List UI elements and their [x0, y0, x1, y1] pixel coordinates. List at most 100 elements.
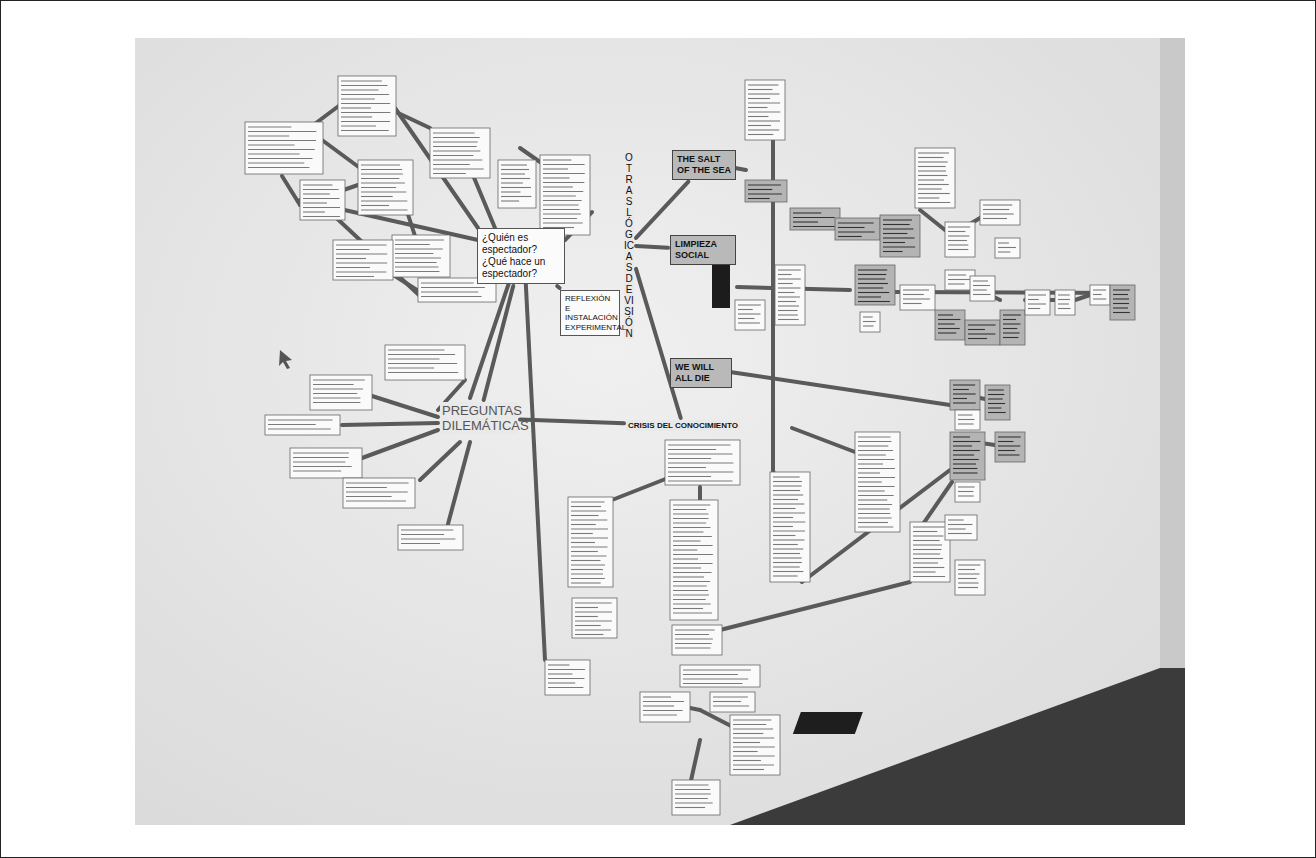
node-text: OTRAS LÓGICAS DE VISIÓN — [624, 152, 634, 339]
illegible-note — [398, 525, 463, 550]
note-paper — [745, 80, 785, 140]
illegible-note — [790, 208, 840, 230]
scribble — [346, 487, 387, 488]
scribble — [918, 157, 944, 158]
scribble — [571, 537, 608, 538]
scribble — [778, 301, 796, 302]
scribble — [778, 283, 793, 284]
scribble — [998, 436, 1021, 437]
scribble — [643, 701, 684, 702]
note-paper — [855, 265, 895, 305]
scribble — [575, 616, 598, 617]
scribble — [543, 204, 579, 205]
scribble — [1113, 294, 1128, 295]
scribble — [748, 84, 778, 85]
scribble — [773, 530, 805, 531]
scribble — [733, 764, 774, 765]
note-paper — [950, 432, 985, 480]
scribble — [673, 572, 712, 573]
artwork-card: LIMPIEZA SOCIAL — [670, 235, 736, 265]
scribble — [778, 314, 798, 315]
node-text: CRISIS DEL CONOCIMIENTO — [628, 421, 738, 430]
tape-line — [690, 740, 700, 785]
scribble — [903, 289, 929, 290]
scribble — [793, 221, 818, 222]
scribble — [858, 517, 892, 518]
scribble — [858, 445, 888, 446]
scribble — [341, 98, 375, 99]
scribble — [858, 283, 888, 284]
scribble — [421, 296, 482, 297]
scribble — [673, 567, 701, 568]
scribble — [341, 80, 382, 81]
scribble — [575, 607, 598, 608]
scribble — [361, 164, 400, 165]
note-paper — [945, 515, 977, 540]
illegible-note — [900, 285, 935, 310]
scribble — [548, 678, 584, 679]
note-paper — [1025, 290, 1050, 315]
note-paper — [540, 155, 590, 235]
node-text: REFLEXIÓN E INSTALACIÓN EXPERIMENTAL — [565, 294, 615, 332]
scribble — [313, 397, 360, 398]
scribble — [838, 227, 865, 228]
illegible-note — [1025, 290, 1050, 315]
illegible-note — [498, 160, 536, 208]
scribble — [858, 490, 885, 491]
scribble — [998, 445, 1020, 446]
scribble — [858, 522, 888, 523]
scribble — [341, 94, 389, 95]
note-paper — [915, 148, 955, 208]
scribble — [673, 527, 710, 528]
scribble — [673, 513, 708, 514]
scribble — [575, 625, 601, 626]
tape-line — [448, 442, 470, 524]
scribble — [336, 267, 370, 268]
tape-line — [282, 176, 300, 205]
scribble — [673, 554, 713, 555]
scribble — [983, 218, 1007, 219]
scribble — [748, 184, 781, 185]
illegible-note — [955, 410, 980, 430]
note-paper — [680, 665, 760, 687]
scribble — [903, 303, 922, 304]
scribble — [748, 134, 773, 135]
scribble — [571, 569, 603, 570]
scribble — [388, 349, 444, 350]
scribble — [501, 196, 531, 197]
scribble — [303, 198, 340, 199]
scribble — [738, 318, 754, 319]
scribble — [858, 477, 895, 478]
scribble — [773, 526, 793, 527]
scribble — [433, 164, 470, 165]
scribble — [973, 285, 990, 286]
scribble — [953, 463, 976, 464]
tape-line — [792, 428, 855, 452]
scribble — [948, 249, 968, 250]
illegible-note — [545, 660, 590, 695]
scribble — [773, 535, 795, 536]
note-paper — [985, 385, 1010, 420]
scribble — [883, 228, 913, 229]
scribble — [543, 182, 584, 183]
scribble — [748, 98, 770, 99]
scribble — [1058, 303, 1069, 304]
illegible-note — [955, 560, 985, 595]
scribble — [675, 647, 711, 648]
scribble — [858, 441, 891, 442]
note-paper — [955, 560, 985, 595]
scribble — [673, 599, 706, 600]
scribble — [918, 197, 939, 198]
scribble — [433, 159, 482, 160]
scribble — [858, 454, 886, 455]
artwork-card: WE WILL ALL DIE — [670, 358, 732, 388]
scribble — [913, 567, 944, 568]
scribble — [673, 540, 700, 541]
scribble — [858, 504, 892, 505]
node-text: LIMPIEZA SOCIAL — [675, 239, 731, 261]
scribble — [668, 458, 711, 459]
scribble — [998, 242, 1009, 243]
tape-connector — [484, 286, 514, 400]
scribble — [675, 789, 710, 790]
